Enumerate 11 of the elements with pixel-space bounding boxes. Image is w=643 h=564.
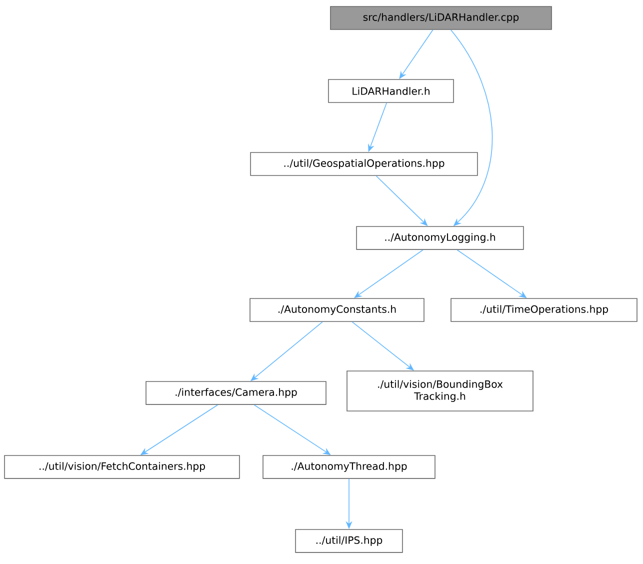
file-box: ./AutonomyConstants.h bbox=[250, 298, 424, 322]
file-box: ../AutonomyLogging.h bbox=[356, 226, 524, 250]
file-box: src/handlers/LiDARHandler.cpp bbox=[330, 6, 552, 30]
file-box: ./util/vision/BoundingBox Tracking.h bbox=[346, 370, 534, 412]
file-box: ../util/GeospatialOperations.hpp bbox=[250, 152, 478, 176]
file-box: ./util/TimeOperations.hpp bbox=[450, 298, 638, 322]
file-box: ../util/vision/FetchContainers.hpp bbox=[4, 455, 240, 479]
file-box: ../util/IPS.hpp bbox=[295, 529, 403, 553]
file-box: ./interfaces/Camera.hpp bbox=[146, 381, 326, 405]
file-box: ./AutonomyThread.hpp bbox=[262, 455, 436, 479]
file-box: LiDARHandler.h bbox=[328, 79, 454, 103]
